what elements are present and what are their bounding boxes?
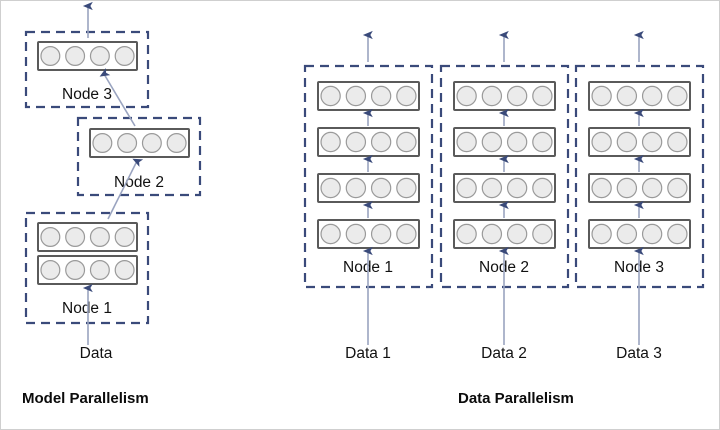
- node3-l1-neuron: [591, 85, 612, 107]
- node2-l2-neuron: [481, 131, 503, 153]
- node3-l4-neuron: [641, 223, 663, 245]
- node-boundary-2: [76, 116, 202, 197]
- node3-l1-neuron: [65, 226, 86, 248]
- node1-l1-neuron: [89, 45, 110, 67]
- node1-l4-neuron: [396, 223, 417, 245]
- node1-l4-neuron: [320, 223, 341, 245]
- node2-l1-neuron: [456, 85, 477, 107]
- node3-l2-neuron: [65, 259, 86, 281]
- node2-l2-neuron: [506, 131, 528, 153]
- node2-l2-neuron: [532, 131, 553, 153]
- node3-l2-neuron: [616, 131, 638, 153]
- node1-l4-neuron: [345, 223, 367, 245]
- node1-l2-neuron: [345, 131, 367, 153]
- node1-l2-neuron: [396, 131, 417, 153]
- node2-l4-neuron: [532, 223, 553, 245]
- node3-l4-neuron: [667, 223, 688, 245]
- node3-l2-neuron: [114, 259, 135, 281]
- node1-l1-neuron: [114, 45, 135, 67]
- arrow-node1-to-node2: [107, 158, 144, 220]
- node2-l4-neuron: [456, 223, 477, 245]
- node-group-model-parallelism-2: Node 2: [76, 116, 202, 197]
- node2-l1-neuron: [506, 85, 528, 107]
- panel-title-data-parallelism: Data Parallelism: [458, 390, 574, 407]
- node3-l2-neuron: [667, 131, 688, 153]
- node2-l1-layer-bar: [89, 128, 190, 158]
- node1-l1-neuron: [345, 85, 367, 107]
- panel-title-model-parallelism: Model Parallelism: [22, 390, 149, 407]
- node1-l1-neuron: [65, 45, 86, 67]
- node3-l1-neuron: [89, 226, 110, 248]
- node2-l3-neuron: [506, 177, 528, 199]
- node1-l3-neuron: [370, 177, 392, 199]
- node-boundary-1: [24, 30, 150, 109]
- node1-l1-neuron: [40, 45, 61, 67]
- node2-l3-neuron: [532, 177, 553, 199]
- node1-l3-neuron: [320, 177, 341, 199]
- node2-l4-neuron: [506, 223, 528, 245]
- node-label-3: Node 1: [62, 300, 112, 317]
- node3-l3-neuron: [591, 177, 612, 199]
- node1-l3-neuron: [396, 177, 417, 199]
- node2-l1-neuron: [481, 85, 503, 107]
- node-group-data-parallelism-3: Node 3: [574, 64, 705, 289]
- node3-l1-neuron: [616, 85, 638, 107]
- node3-l1-neuron: [40, 226, 61, 248]
- node2-l1-neuron: [92, 132, 113, 154]
- node3-l2-neuron: [641, 131, 663, 153]
- node2-l1-neuron: [117, 132, 138, 154]
- data-input-label-2: Data 2: [481, 345, 527, 362]
- node1-l3-neuron: [345, 177, 367, 199]
- node1-l1-neuron: [370, 85, 392, 107]
- node-group-data-parallelism-1: Node 1: [303, 64, 434, 289]
- node-boundary-3: [24, 211, 150, 325]
- node1-l2-neuron: [370, 131, 392, 153]
- node3-l1-layer-bar: [37, 222, 138, 252]
- data-input-label-1: Data 1: [345, 345, 391, 362]
- node3-l1-neuron: [667, 85, 688, 107]
- data-input-label: Data: [80, 345, 113, 362]
- node3-l2-neuron: [89, 259, 110, 281]
- node-label-2: Node 2: [114, 174, 164, 191]
- node3-l4-neuron: [616, 223, 638, 245]
- node2-l1-neuron: [532, 85, 553, 107]
- node3-l3-neuron: [641, 177, 663, 199]
- node1-l1-neuron: [320, 85, 341, 107]
- node-group-model-parallelism-3: Node 1: [24, 211, 150, 325]
- node-label-1: Node 3: [62, 86, 112, 103]
- node2-l2-neuron: [456, 131, 477, 153]
- node-group-model-parallelism-1: Node 3: [24, 30, 150, 109]
- node3-l1-neuron: [641, 85, 663, 107]
- node2-l1-neuron: [141, 132, 162, 154]
- node3-l1-neuron: [114, 226, 135, 248]
- data-input-label-3: Data 3: [616, 345, 662, 362]
- arrow-node2-to-node3: [99, 67, 136, 127]
- node2-l4-neuron: [481, 223, 503, 245]
- node2-l1-neuron: [166, 132, 187, 154]
- node3-l4-neuron: [591, 223, 612, 245]
- node1-l1-layer-bar: [37, 41, 138, 71]
- node2-l3-neuron: [456, 177, 477, 199]
- node3-l3-neuron: [667, 177, 688, 199]
- node1-l2-neuron: [320, 131, 341, 153]
- node2-l3-neuron: [481, 177, 503, 199]
- node3-l2-neuron: [591, 131, 612, 153]
- node1-l4-neuron: [370, 223, 392, 245]
- node3-l3-neuron: [616, 177, 638, 199]
- node3-l2-neuron: [40, 259, 61, 281]
- node1-l1-neuron: [396, 85, 417, 107]
